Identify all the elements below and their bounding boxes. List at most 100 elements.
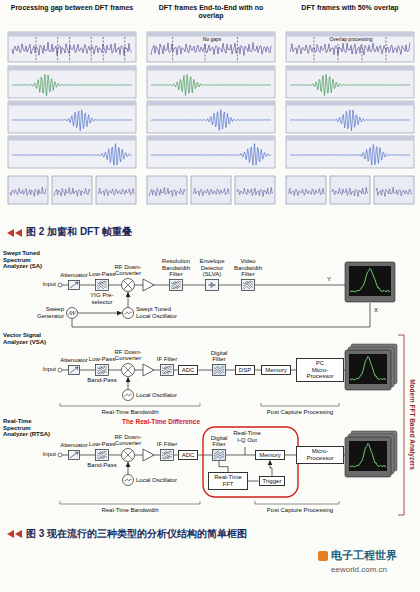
display-frame xyxy=(345,350,391,390)
panel-title: Processing gap between DFT frames xyxy=(8,4,136,12)
panel-header xyxy=(148,67,275,71)
block-label: Micro-Processor xyxy=(300,367,340,380)
symbol-outline xyxy=(96,280,109,291)
plot-panel xyxy=(147,32,275,62)
symbol xyxy=(68,450,80,460)
watermark-logo xyxy=(318,551,328,561)
symbol xyxy=(95,449,109,461)
filter-block: Low-PassBand-Pass xyxy=(87,356,116,383)
digital-filter: Digital Filter xyxy=(207,435,231,461)
symbol xyxy=(68,280,80,290)
symbol-holder xyxy=(95,279,109,291)
span-label: Real-Time Bandwidth xyxy=(60,409,200,416)
filter-strike xyxy=(245,281,251,284)
symbol-outline xyxy=(96,365,109,376)
filter-wave xyxy=(214,454,224,456)
symbol-holder xyxy=(122,474,134,486)
amplifier-symbol xyxy=(143,279,154,291)
symbol xyxy=(122,389,134,401)
windowed-burst xyxy=(290,74,410,95)
filter-wave xyxy=(162,456,172,458)
caption-marker xyxy=(15,530,22,538)
signal-wire xyxy=(62,455,68,456)
display-frame xyxy=(345,437,391,477)
symbol-holder xyxy=(212,449,226,461)
process-box: Real-Time FFT xyxy=(208,472,248,489)
symbol-holder xyxy=(169,279,183,291)
input-connector xyxy=(58,283,62,287)
block-label: Band-Pass xyxy=(87,377,116,384)
block-label: IF Filter xyxy=(157,356,177,363)
filter-wave xyxy=(214,456,224,458)
signal-connector xyxy=(219,285,241,286)
highlight-ring xyxy=(203,427,298,497)
symbol-holder xyxy=(121,363,135,377)
filter-wave xyxy=(214,371,224,373)
symbol-holder xyxy=(122,389,134,401)
output-label: Real-Time I-Q Out xyxy=(232,430,262,443)
thumbnail-trace xyxy=(149,188,185,197)
filter-wave xyxy=(162,451,172,453)
symbol-holder xyxy=(95,364,109,376)
filter-wave xyxy=(162,371,172,373)
plot-note: No gaps xyxy=(202,37,223,43)
process-box: ADC xyxy=(178,365,199,376)
symbol xyxy=(205,279,219,291)
filter-wave xyxy=(243,284,253,286)
symbol-holder xyxy=(205,279,219,291)
attenuator: Attenuator xyxy=(60,272,88,290)
filter-wave xyxy=(97,451,107,453)
process-box: ADC xyxy=(178,450,199,461)
signal-wire xyxy=(62,370,68,371)
symbol-holder xyxy=(66,307,78,319)
plot-panel xyxy=(147,66,275,98)
panel-header xyxy=(9,102,136,106)
signal-connector xyxy=(285,455,296,456)
figure-caption: 图 3 现在流行的三种类型的分析仪结构的简单框图 xyxy=(26,528,326,539)
process-box: DSP xyxy=(235,365,255,376)
symbol-holder xyxy=(95,449,109,461)
block-label: PC xyxy=(316,360,324,367)
signal-connector xyxy=(128,377,129,389)
oscillator: Local Oscillator xyxy=(122,474,177,486)
group-bracket xyxy=(398,335,404,515)
plot-panel xyxy=(8,101,136,133)
filter-strike xyxy=(164,451,170,454)
sawtooth xyxy=(69,311,77,315)
group-label: Modern FFT Based Analyzers xyxy=(408,345,415,505)
digital-filter: Digital Filter xyxy=(207,350,231,376)
block-label: Digital Filter xyxy=(207,435,231,448)
filter-wave xyxy=(162,454,172,456)
span-label: Real-Time Bandwidth xyxy=(60,507,200,514)
block-label: Attenuator xyxy=(60,442,88,449)
thumbnail-trace xyxy=(237,187,273,196)
filter-wave xyxy=(243,286,253,288)
span-bracket xyxy=(60,403,200,406)
windowed-burst xyxy=(12,74,132,95)
block-label: DSP xyxy=(239,367,251,374)
symbol-outline xyxy=(69,281,80,290)
block-label: YIG Pre-selector xyxy=(87,292,117,305)
symbol-holder xyxy=(160,449,174,461)
signal-trace xyxy=(12,42,132,55)
signal-wire xyxy=(72,303,370,327)
thumbnail xyxy=(286,176,326,204)
attenuator-arrow xyxy=(70,367,78,373)
attenuator-arrow xyxy=(70,282,78,288)
axis-label: X xyxy=(374,307,384,314)
filter-wave xyxy=(97,371,107,373)
port-label: Input xyxy=(30,451,56,458)
signal-connector xyxy=(226,370,235,371)
symbol-outline xyxy=(206,280,219,291)
filter-wave xyxy=(125,394,132,396)
filter-strike xyxy=(164,456,170,459)
signal-connector xyxy=(198,455,212,456)
block-label: RF Down-Converter xyxy=(113,434,143,447)
signal-wire xyxy=(255,285,345,286)
symbol-outline xyxy=(213,450,226,461)
block-label: Memory xyxy=(265,367,287,374)
filter-wave xyxy=(162,366,172,368)
caption-marker xyxy=(7,530,14,538)
thumbnail-trace xyxy=(10,187,46,196)
